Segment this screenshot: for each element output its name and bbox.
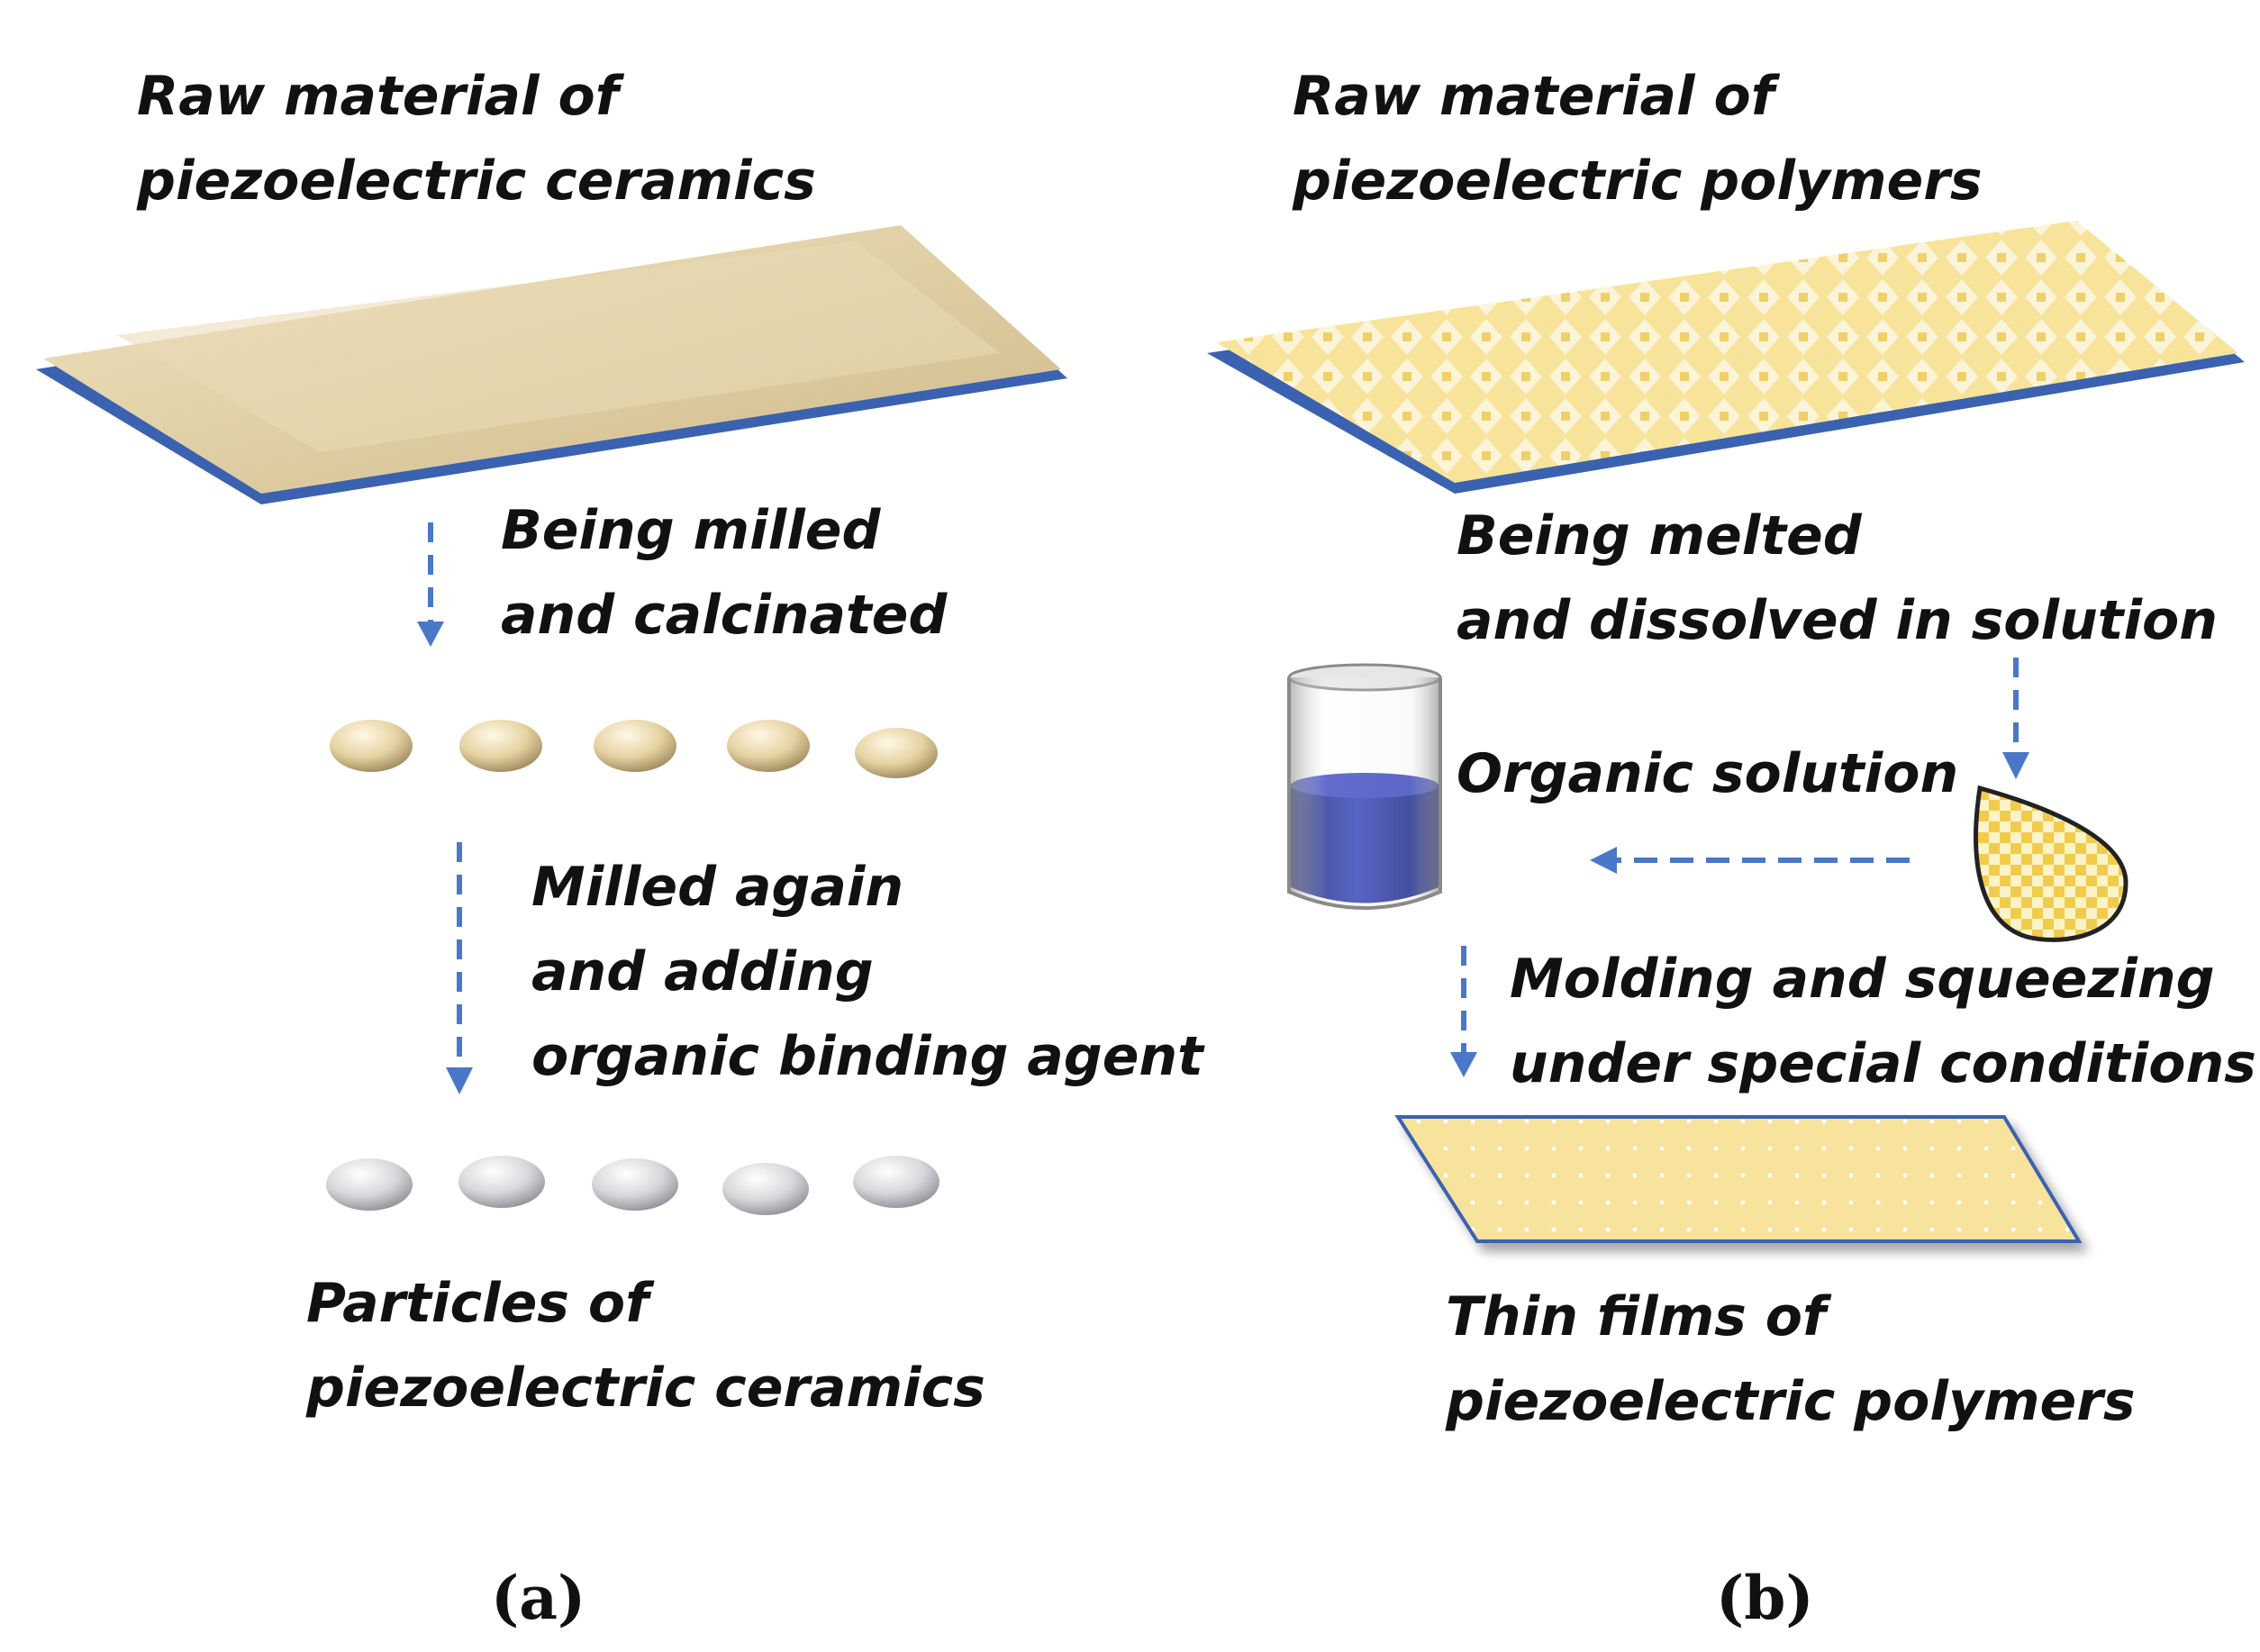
organic-solution-label: Organic solution [1457,742,1959,805]
bead [855,728,938,778]
bead [330,720,413,772]
polymer-thin-film [1394,1115,2083,1243]
ceramic-step2-label: Milled again and adding organic binding … [531,856,1203,1088]
arrow-b-solution [1590,847,1910,874]
bead [459,720,542,772]
ceramic-result-label: Particles of piezoelectric ceramics [306,1272,985,1420]
polymer-droplet [1974,785,2128,942]
ceramic-raw-label: Raw material of piezoelectric ceramics [137,65,816,213]
polymer-step1-label: Being melted and dissolved in solution [1457,504,2218,652]
calcinated-beads [330,720,938,778]
beaker-icon [1287,663,1442,910]
polymer-raw-slab [1207,221,2245,494]
polymer-result-label: Thin films of piezoelectric polymers [1446,1285,2136,1433]
particle [458,1156,545,1208]
arrow-a-step1 [417,522,444,647]
arrow-b-step1 [2002,658,2029,779]
polymer-step2-label: Molding and squeezing under special cond… [1510,948,2256,1095]
bead [594,720,676,772]
particle [326,1158,413,1211]
panel-a-caption: (a) [491,1563,586,1633]
ceramic-particles [326,1156,939,1215]
particle [722,1163,809,1215]
ceramic-step1-label: Being milled and calcinated [501,499,948,647]
particle [853,1156,939,1208]
particle [592,1158,678,1211]
polymer-raw-label: Raw material of piezoelectric polymers [1293,65,1983,213]
ceramic-raw-slab [36,225,1067,504]
arrow-b-step2 [1450,946,1477,1077]
panel-b-caption: (b) [1716,1563,1814,1633]
arrow-a-step2 [446,842,473,1094]
bead [727,720,810,772]
